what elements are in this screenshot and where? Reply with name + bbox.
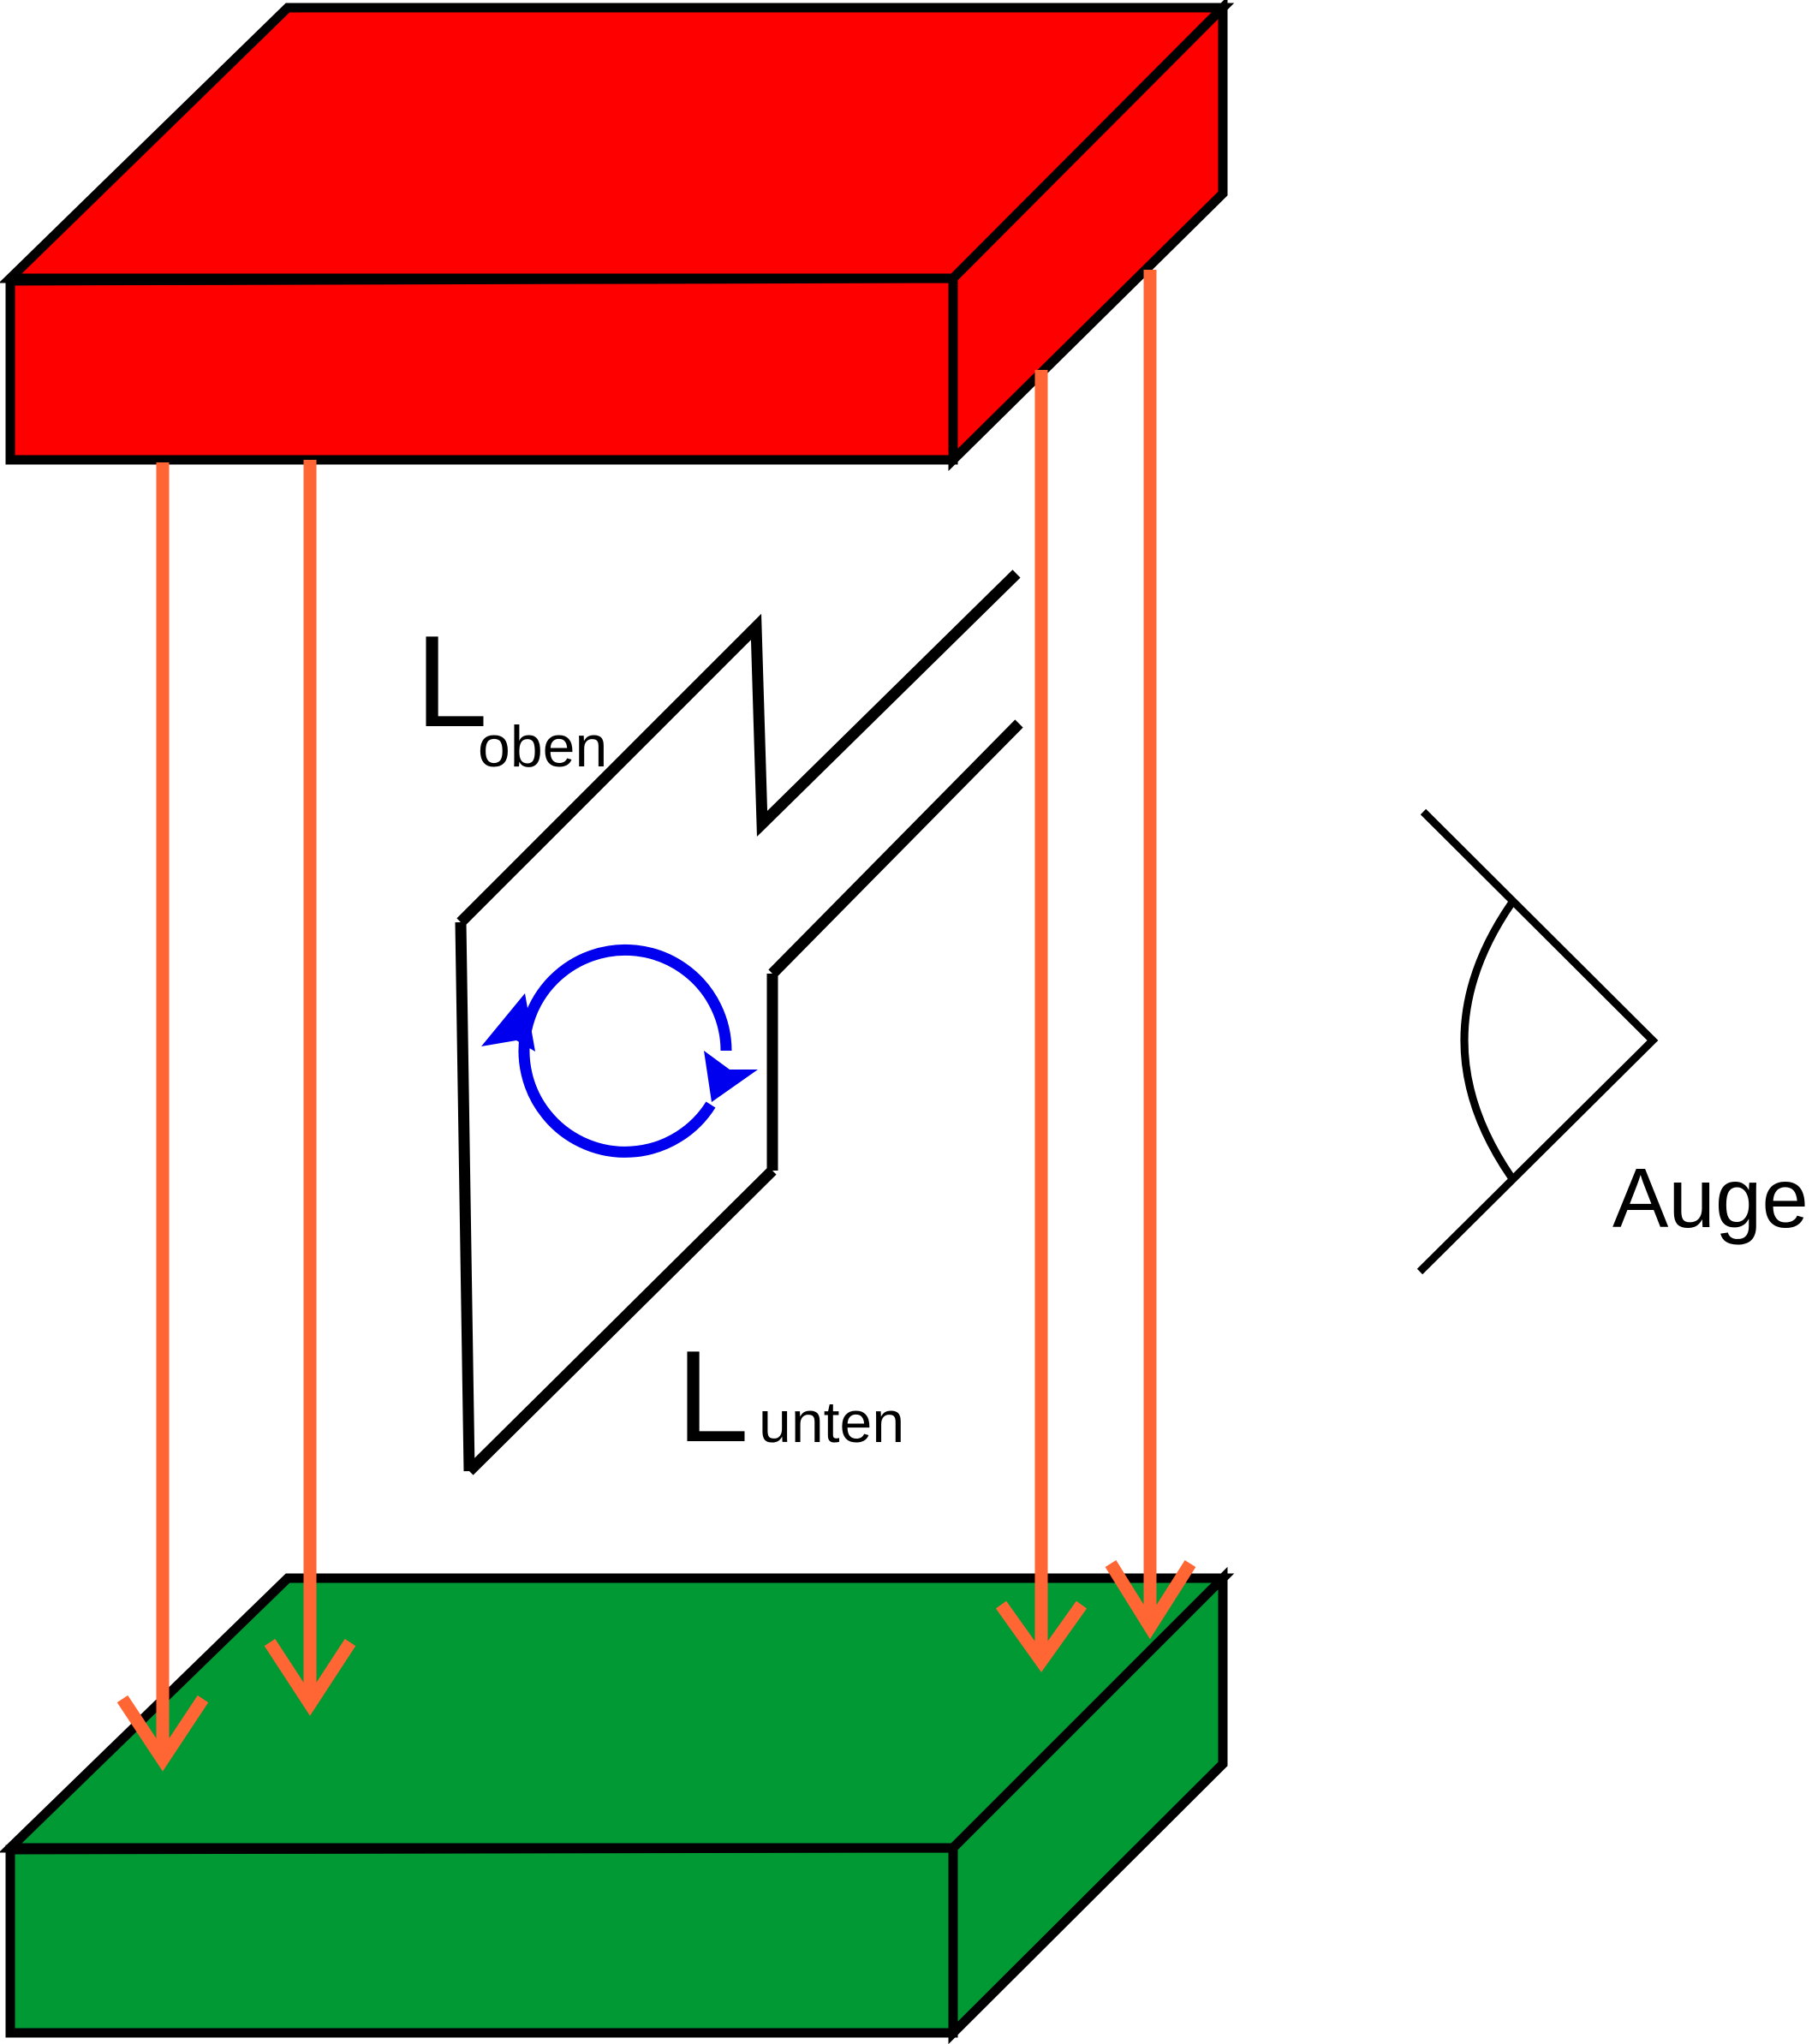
- field-line-3: [995, 370, 1088, 1672]
- top-magnet-front-face: [5, 273, 958, 465]
- field-lines: [116, 270, 1196, 1772]
- label-auge: Auge: [1612, 1151, 1809, 1245]
- top-magnet: [0, 0, 1235, 472]
- label-l-oben-sub: oben: [478, 714, 607, 779]
- bottom-magnet-front-face: [5, 1843, 958, 2038]
- rotation-arrow-icon: [481, 944, 758, 1158]
- field-line-4: [1105, 270, 1196, 1640]
- label-l-oben-main: L: [415, 609, 488, 754]
- field-line-1: [116, 462, 209, 1772]
- field-line-2: [264, 460, 356, 1716]
- loop-left-edge: [455, 921, 475, 1472]
- loop-right-conductor: [768, 719, 1023, 978]
- bottom-magnet: [0, 1566, 1235, 2044]
- label-l-unten-sub: unten: [759, 1390, 904, 1455]
- loop-upper-conductor: [456, 569, 1021, 927]
- label-l-unten-main: L: [677, 1324, 749, 1469]
- conductor-loop: [455, 569, 1023, 1475]
- eye-icon: [1416, 808, 1659, 1275]
- loop-lower-conductor: [465, 1166, 777, 1475]
